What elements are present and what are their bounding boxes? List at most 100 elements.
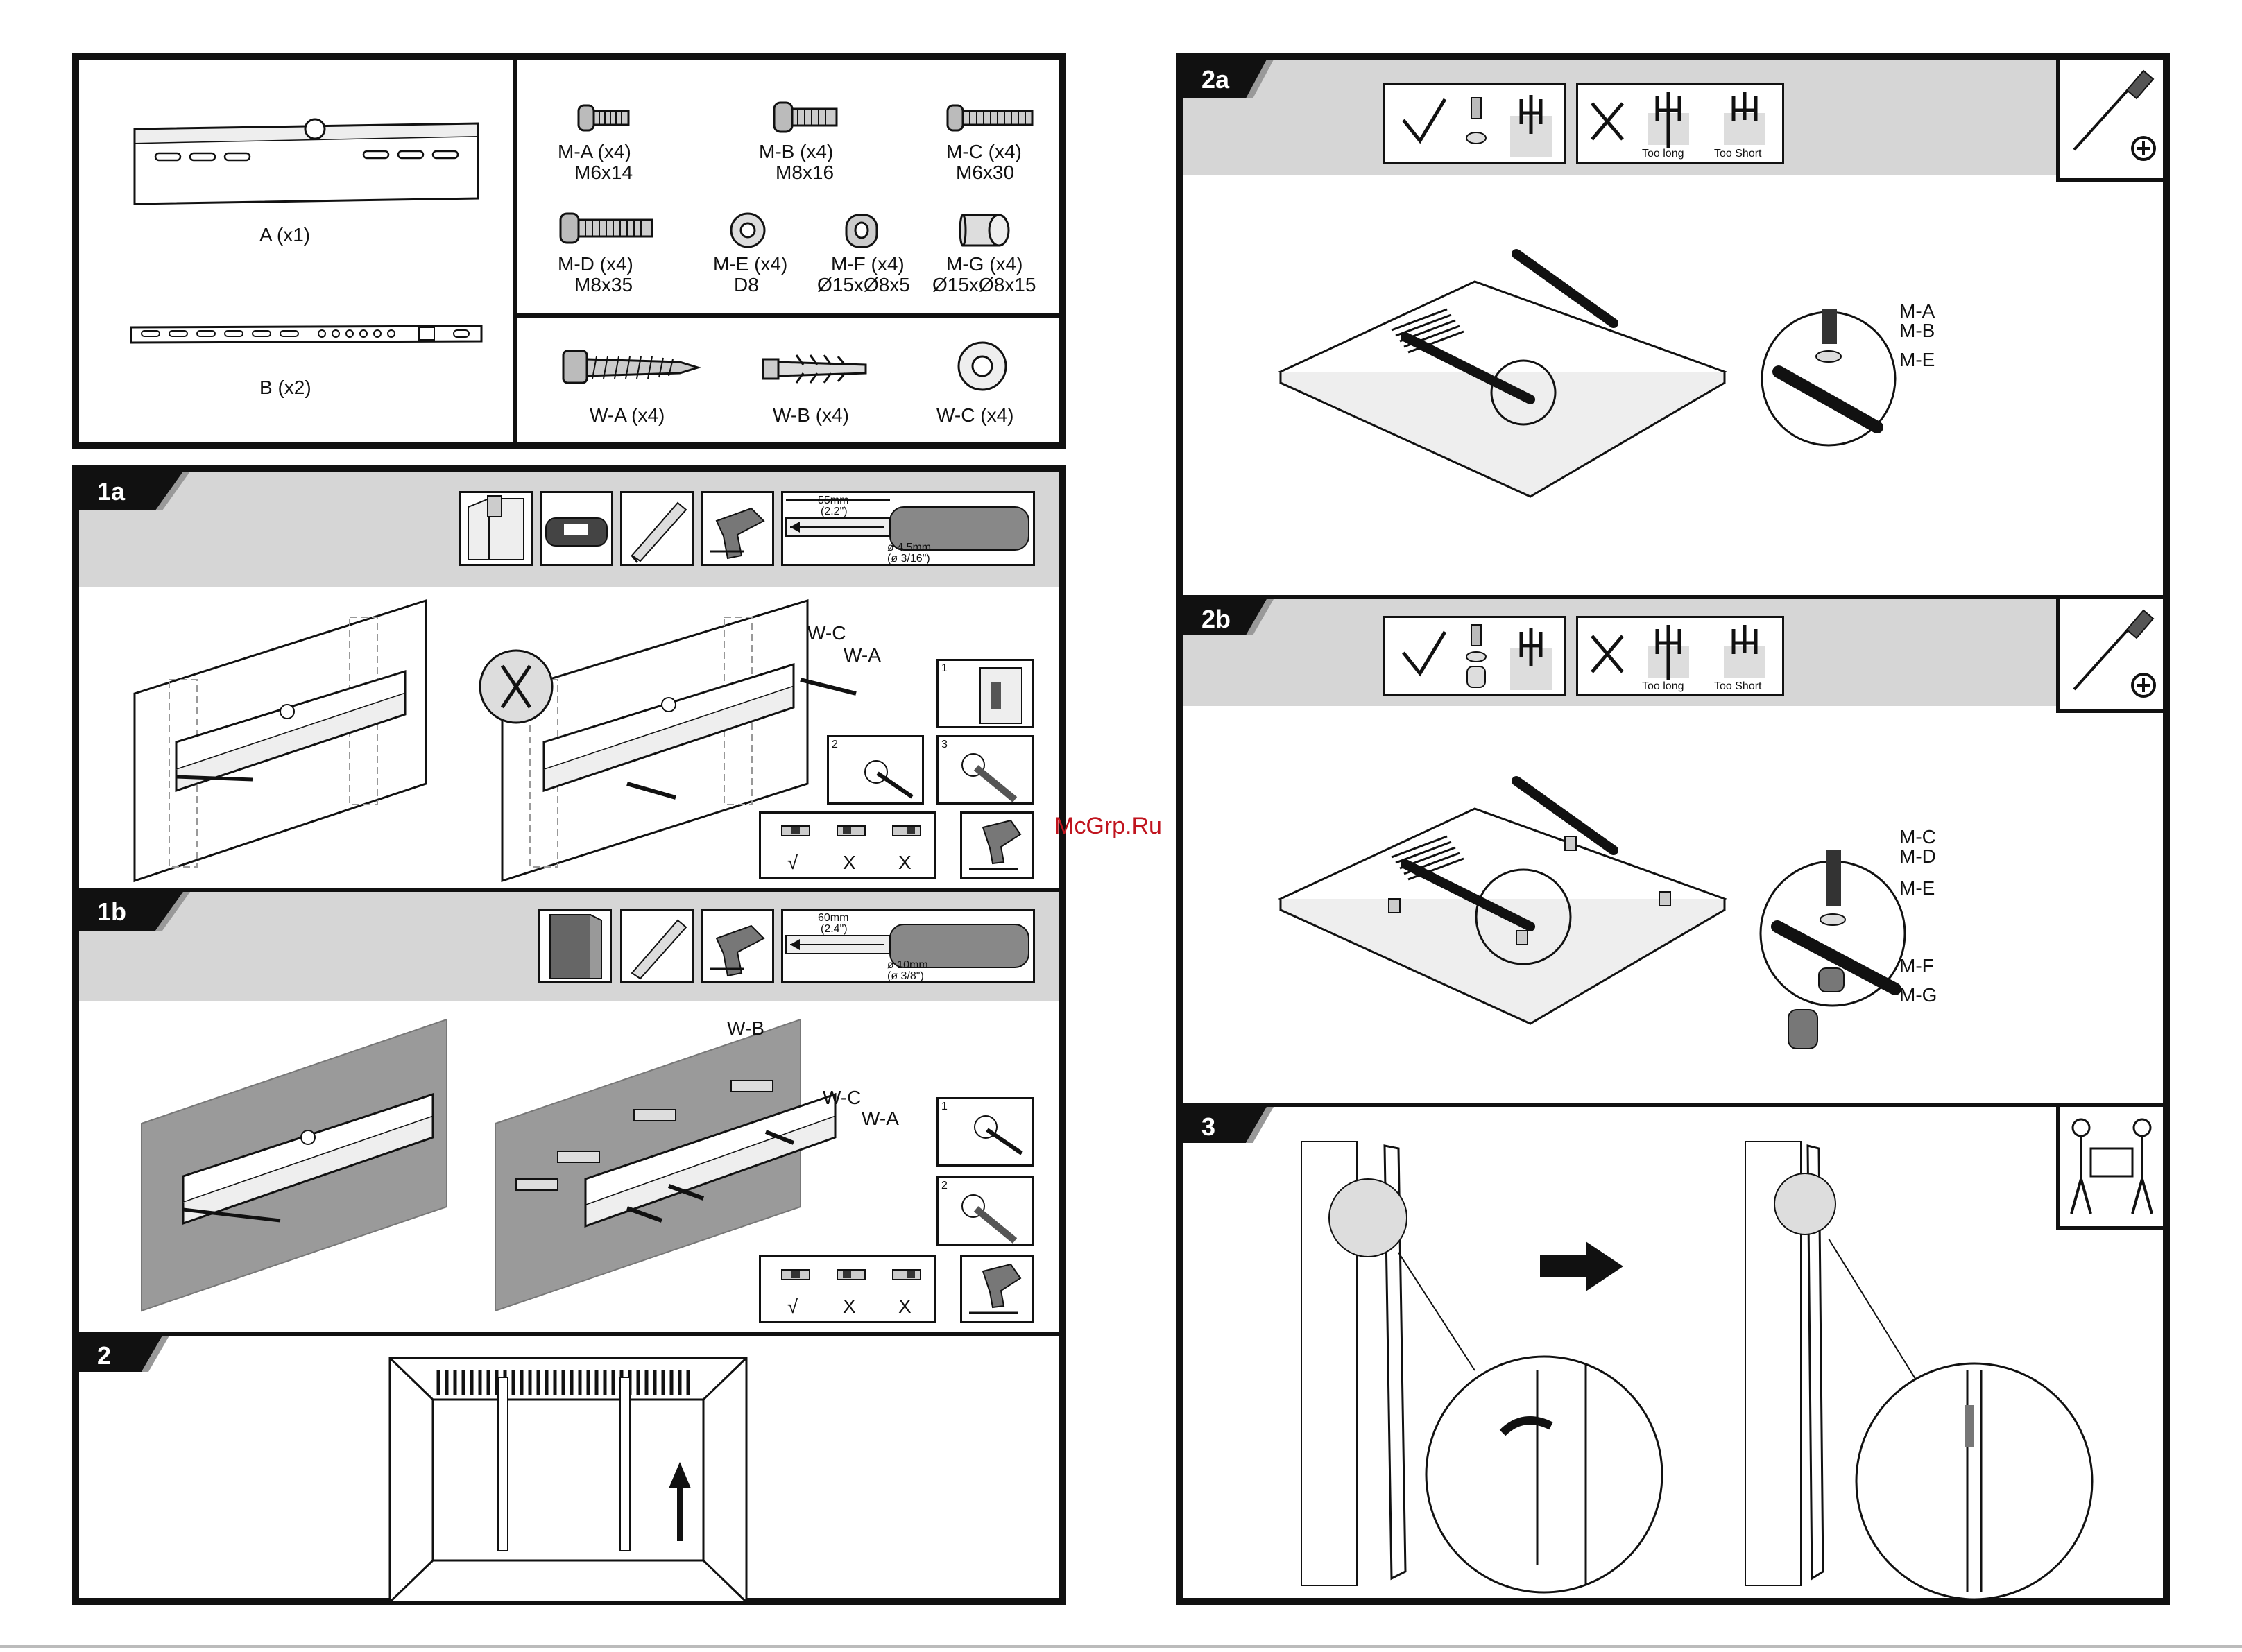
drill-tool-1b [701,909,774,983]
step-2a-number: 2a [1201,65,1230,94]
step-1b-number: 1b [97,897,127,926]
drill-depth-1b: 60mm [818,912,849,924]
step-3-before-illustration [1301,1141,1663,1594]
step-2b-tab: 2b [1183,599,1267,638]
screw-m-d-size: M8x35 [574,274,633,295]
callout-m-d-2b-label: M-D [1899,845,1936,867]
step-3-tab: 3 [1183,1107,1267,1146]
drill-tool [701,491,774,566]
correct-length-box-2b [1383,616,1566,696]
callout-m-b-2a-label: M-B [1899,320,1935,341]
wrong-length-box-2b: Too long Too Short [1576,616,1784,696]
parts-divider-h [517,313,1059,318]
screw-m-c-size: M6x30 [956,162,1015,183]
drill-bit-1a-tool [960,811,1034,879]
pencil-tool-1b [620,909,694,983]
too-long-label-2b: Too long [1642,680,1684,692]
callout-m-g-2b-label: M-G [1899,984,1937,1006]
lag-bolt-w-a-label: W-A (x4) [590,404,665,426]
screwdriver-icon-2a [2073,69,2156,161]
substep-1a-2: 2 [827,735,924,805]
step-2-number: 2 [97,1341,112,1370]
step-1b-tab: 1b [79,892,183,931]
screw-m-a-size: M6x14 [574,162,633,183]
two-people-box [2056,1107,2163,1230]
screw-m-a-icon [577,104,630,132]
substep-1b-2-number: 2 [941,1180,948,1191]
drill-depth-diagram: 55mm (2.2") ø 4.5mm (ø 3/16") [781,491,1035,566]
tv-back-illustration [388,1357,748,1603]
spacer-m-g-name: M-G (x4) [946,253,1023,275]
left-steps-panel: 1a 55mm (2.2") ø 4.5mm (ø 3/16") W-C W-A… [72,465,1066,1605]
screw-m-b-name: M-B (x4) [759,141,834,162]
page-bottom-rule [0,1645,2242,1648]
step-1a-install-illustration [479,599,857,883]
substep-1a-1-number: 1 [941,662,948,674]
anchor-w-b-icon [762,354,867,384]
parts-panel: A (x1) B (x2) M-A (x4) M6x14 M-B (x4) M8… [72,53,1066,449]
label-w-b-1b: W-B [727,1017,764,1039]
substep-1a-3-number: 3 [941,739,948,750]
callout-m-e-2b-label: M-E [1899,877,1935,899]
screw-m-d-icon [559,212,653,244]
watermark-text: McGrp.Ru [1054,813,1162,839]
check-1a-1: X [843,852,856,873]
substep-1a-1: 1 [936,659,1034,728]
washer-m-e-icon [730,212,766,248]
stud-wall-tool [459,491,533,566]
substep-1a-3: 3 [936,735,1034,805]
screw-m-d-name: M-D (x4) [558,253,633,275]
step-1b-wall-illustration [141,1018,447,1312]
screw-m-b-icon [773,101,838,133]
step-1b-tab-shape [79,892,190,931]
label-w-a-1b: W-A [862,1108,899,1129]
too-short-label-2b: Too Short [1714,680,1762,692]
concrete-wall-tool [538,909,612,983]
divider-1a-1b [79,888,1059,892]
stud-finder-tool [540,491,613,566]
callout-m-e-2a-label: M-E [1899,349,1935,370]
parts-divider-v [513,60,517,442]
step-2a-tab: 2a [1183,60,1267,98]
level-check-1b: √ X X [759,1255,936,1323]
drill-depth-in-1a: (2.2") [821,506,848,517]
step-3-arrow-icon [1540,1241,1623,1291]
divider-1b-2 [79,1332,1059,1336]
anchor-w-b-label: W-B (x4) [773,404,849,426]
step-1a-tab: 1a [79,472,183,510]
right-steps-panel: 2a Too long Too Short 2b Too long Too Sh… [1176,53,2170,1605]
step-2a-tab-shape [1183,60,1274,98]
drill-bit-in-1b: (ø 3/8") [887,970,924,982]
step-1a-tab-shape [79,472,190,510]
callout-m-a-2a-label: M-A [1899,300,1935,322]
drill-bit-1b-tool [960,1255,1034,1323]
callout-m-c-2b-label: M-C [1899,826,1936,847]
bracket-b-icon [130,325,483,344]
step-1b-install-illustration [495,1018,837,1312]
step-2b-detail-circle [1759,850,1906,1049]
substep-1b-1: 1 [936,1097,1034,1167]
bracket-b-label: B (x2) [259,377,311,398]
too-short-label-2a: Too Short [1714,148,1762,160]
step-3-number: 3 [1201,1112,1216,1141]
substep-1a-2-number: 2 [832,739,838,750]
washer-m-e-name: M-E (x4) [713,253,788,275]
label-w-c-1a: W-C [807,622,846,644]
level-check-1a: √ X X [759,811,936,879]
label-w-c-1b: W-C [823,1087,862,1108]
substep-1b-2: 2 [936,1176,1034,1246]
check-1b-2: X [898,1296,912,1317]
drill-bit-1a: ø 4.5mm [887,542,932,553]
screw-m-a-name: M-A (x4) [558,141,631,162]
label-w-a-1a: W-A [844,644,881,666]
divider-2a-2b [1183,595,2163,599]
check-1b-0: √ [787,1296,798,1317]
drill-depth-1a: 55mm [818,494,849,506]
step-2-tab-shape [79,1336,169,1372]
spacer-m-f-icon [845,214,878,248]
screwdriver-box-2a [2056,60,2163,182]
drill-bit-in-1a: (ø 3/16") [887,553,930,565]
pencil-tool [620,491,694,566]
step-2b-number: 2b [1201,605,1231,633]
washer-m-e-size: D8 [734,274,759,295]
